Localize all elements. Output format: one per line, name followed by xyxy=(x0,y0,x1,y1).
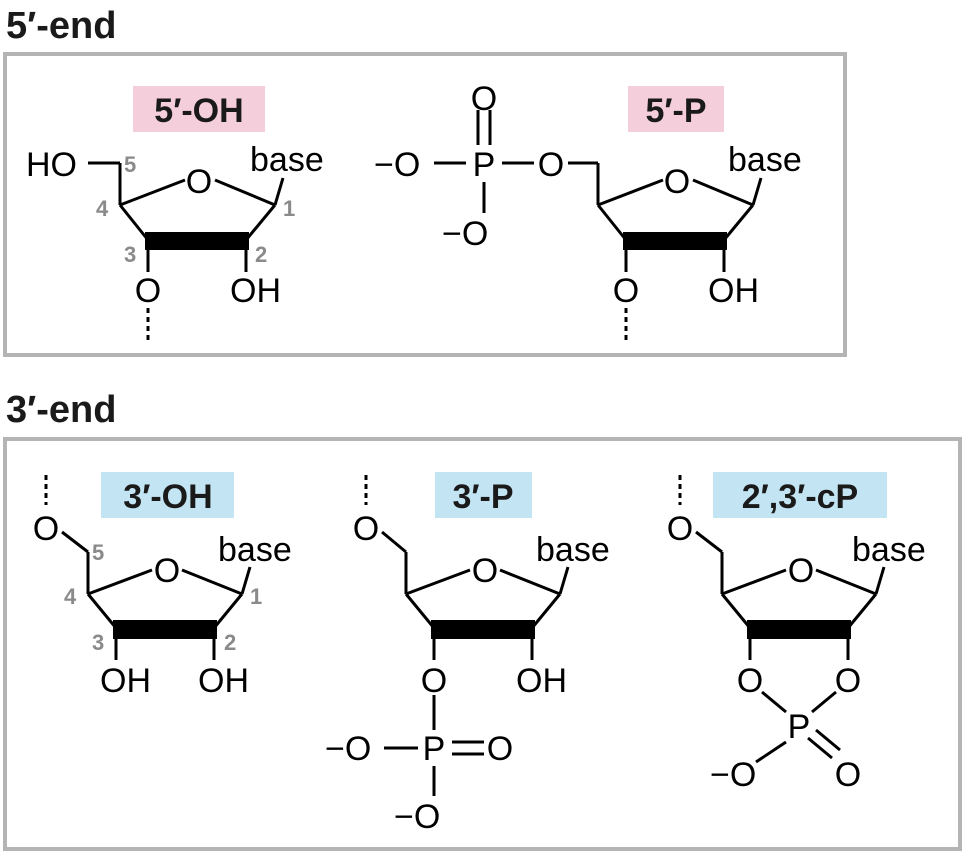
tag-2-3-cp-bg xyxy=(713,472,887,518)
oxygen-3: O xyxy=(421,662,447,700)
anionic-oxygen-left: −O xyxy=(374,146,420,184)
panel-3-end xyxy=(3,437,962,851)
ring-oxygen: O xyxy=(788,552,814,590)
oxygen-2: O xyxy=(835,662,861,700)
phosphoryl-oxygen: O xyxy=(471,80,497,118)
hydroxyl-2: OH xyxy=(516,662,567,700)
anionic-oxygen-bottom: −O xyxy=(394,798,440,836)
ring-oxygen: O xyxy=(472,552,498,590)
hydroxyl-2: OH xyxy=(708,272,759,310)
phosphoryl-oxygen: O xyxy=(487,730,513,768)
anionic-oxygen: −O xyxy=(710,756,756,794)
phosphorus: P xyxy=(788,708,811,746)
carbon-number-4: 4 xyxy=(64,584,77,609)
base-label: base xyxy=(536,531,610,569)
hydroxyl-5: HO xyxy=(26,146,77,184)
base-label: base xyxy=(250,141,324,179)
base-label: base xyxy=(218,531,292,569)
oxygen-5: O xyxy=(353,510,379,548)
base-label: base xyxy=(852,531,926,569)
structure-3-p: 3′-P O O base O OH −O P O −O xyxy=(325,472,610,836)
tag-3-p-bg xyxy=(435,472,532,518)
carbon-number-3: 3 xyxy=(92,630,104,655)
tag-3-p: 3′-P xyxy=(452,478,513,516)
carbon-number-5: 5 xyxy=(92,540,104,565)
anionic-oxygen-bottom: −O xyxy=(442,215,488,253)
oxygen-5: O xyxy=(667,510,693,548)
base-label: base xyxy=(728,141,802,179)
tag-3-oh-bg xyxy=(101,472,234,518)
carbon-number-2: 2 xyxy=(224,630,236,655)
carbon-number-1: 1 xyxy=(283,196,295,221)
ring-oxygen: O xyxy=(664,163,690,201)
phosphoryl-oxygen: O xyxy=(835,756,861,794)
tag-5-p-bg xyxy=(628,86,724,132)
anionic-oxygen-left: −O xyxy=(325,730,371,768)
tag-3-oh: 3′-OH xyxy=(123,478,212,516)
section-title-3-end: 3′-end xyxy=(6,389,116,431)
ring-oxygen: O xyxy=(186,163,212,201)
structure-3-oh: 3′-OH O O base OH OH 5 4 1 3 2 xyxy=(33,472,292,700)
tag-5-oh: 5′-OH xyxy=(154,92,243,130)
hydroxyl-3: OH xyxy=(100,662,151,700)
panel-5-end xyxy=(3,52,847,357)
carbon-number-1: 1 xyxy=(250,584,262,609)
bridging-oxygen: O xyxy=(538,146,564,184)
oxygen-3: O xyxy=(737,662,763,700)
carbon-number-2: 2 xyxy=(255,242,267,267)
tag-2-3-cp: 2′,3′-cP xyxy=(742,478,858,516)
oxygen-5: O xyxy=(33,510,59,548)
structure-5-p: 5′-P O −O P O −O O base O OH xyxy=(374,80,802,340)
phosphorus: P xyxy=(473,146,496,184)
hydroxyl-2: OH xyxy=(198,662,249,700)
oxygen-3: O xyxy=(613,272,639,310)
tag-5-oh-bg xyxy=(133,86,265,132)
structure-5-oh: 5′-OH O HO base O OH 5 4 1 3 2 xyxy=(26,86,324,340)
section-title-5-end: 5′-end xyxy=(6,5,116,47)
carbon-number-4: 4 xyxy=(96,196,109,221)
carbon-number-5: 5 xyxy=(124,152,136,177)
phosphorus: P xyxy=(423,730,446,768)
ring-oxygen: O xyxy=(154,552,180,590)
structure-2-3-cp: 2′,3′-cP O O base O O P −O O xyxy=(667,472,926,794)
oxygen-3: O xyxy=(135,272,161,310)
carbon-number-3: 3 xyxy=(124,242,136,267)
hydroxyl-2: OH xyxy=(230,272,281,310)
tag-5-p: 5′-P xyxy=(645,92,706,130)
